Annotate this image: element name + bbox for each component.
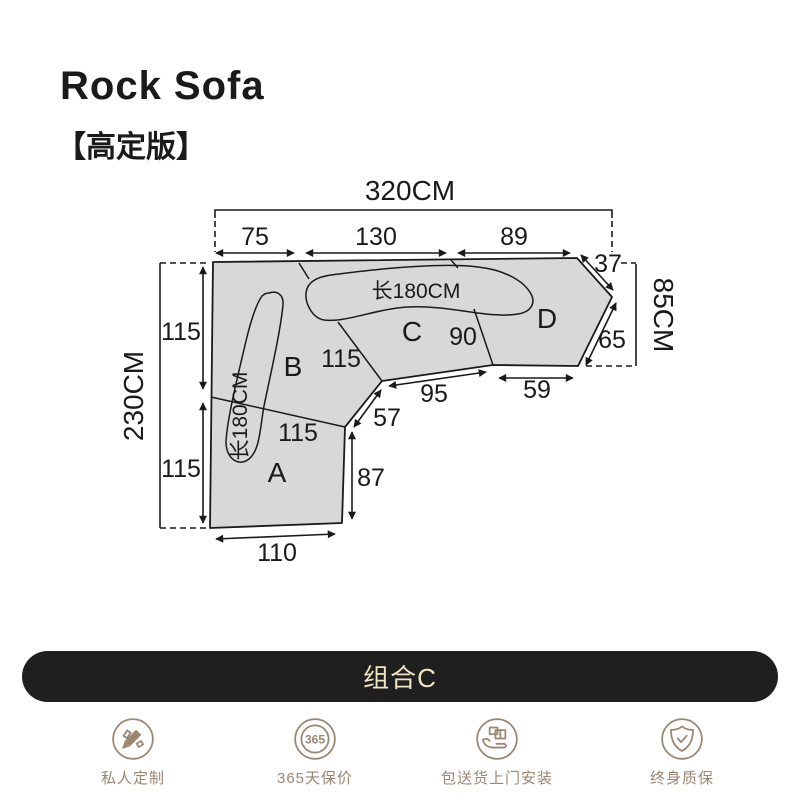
combo-label: 组合C: [363, 663, 437, 693]
dim-95-label: 95: [420, 380, 448, 408]
dim-110-label: 110: [257, 539, 297, 567]
division-b-c-lower: [337, 321, 383, 382]
seat-c-width-label: 90: [449, 323, 477, 351]
feature-custom: 私人定制: [43, 716, 223, 788]
badge-365-icon: 365: [294, 718, 336, 760]
dim-95: [388, 369, 487, 389]
product-edition: 【高定版】: [56, 131, 206, 164]
division-c-d-lower: [473, 308, 494, 366]
dim-110: [215, 530, 336, 543]
dim-89-label: 89: [500, 223, 528, 251]
dim-230cm-label: 230CM: [118, 351, 149, 441]
dim-57: [353, 389, 382, 428]
dim-115-top-label: 115: [161, 318, 201, 346]
feature-price-protect-label: 365天保价: [276, 770, 354, 787]
cushion-side-length-label: 长180CM: [229, 372, 252, 461]
dim-75-label: 75: [241, 223, 269, 251]
section-a-label: A: [268, 457, 287, 488]
feature-warranty-label: 终身质保: [649, 770, 714, 787]
bracket-top: [214, 209, 613, 218]
sofa-dimension-diagram: 320CM 75 130 89 230CM 115 115 37 85CM 65…: [118, 175, 679, 567]
dimension-labels: 320CM 75 130 89 230CM 115 115 37 85CM 65…: [118, 175, 679, 567]
section-c-label: C: [402, 316, 422, 347]
section-b-label: B: [284, 351, 303, 382]
seat-b-width-label: 115: [321, 345, 361, 373]
dim-59-label: 59: [523, 376, 551, 404]
feature-warranty: 终身质保: [592, 716, 772, 788]
division-b-c-upper: [298, 262, 310, 280]
dim-130-label: 130: [355, 223, 397, 251]
cushion-top-length-label: 长180CM: [372, 280, 461, 303]
pencil-ruler-icon: [112, 718, 154, 760]
back-cushion-side: [225, 291, 284, 463]
dimension-lines: [199, 249, 617, 543]
dim-37-label: 37: [594, 250, 622, 278]
product-title: Rock Sofa: [60, 64, 265, 108]
dim-85cm-label: 85CM: [648, 278, 679, 353]
section-labels: A B C D 长180CM 长180CM: [229, 280, 557, 488]
badge-365-text: 365: [305, 733, 325, 747]
division-c-d-upper: [450, 259, 459, 269]
shield-check-icon: [661, 718, 703, 760]
feature-delivery-install: 包送货上门安装: [407, 716, 587, 788]
dim-320cm-label: 320CM: [365, 175, 455, 206]
feature-custom-label: 私人定制: [100, 770, 165, 787]
dim-37: [580, 254, 614, 291]
dim-65: [585, 302, 617, 366]
feature-price-protect: 365 365天保价: [225, 716, 405, 788]
hand-box-icon: [476, 718, 518, 760]
feature-delivery-install-label: 包送货上门安装: [440, 770, 553, 787]
section-divisions: [210, 259, 494, 428]
extension-lines: [159, 209, 637, 529]
dim-87-label: 87: [357, 464, 385, 492]
division-a-b: [210, 396, 346, 428]
seat-a-width-label: 115: [278, 419, 318, 447]
combo-bar: 组合C: [22, 651, 778, 702]
dim-115-bottom-label: 115: [161, 455, 201, 483]
section-d-label: D: [537, 303, 557, 334]
back-cushion-top: [305, 264, 534, 322]
dim-65-label: 65: [598, 326, 626, 354]
dim-57-label: 57: [373, 404, 401, 432]
